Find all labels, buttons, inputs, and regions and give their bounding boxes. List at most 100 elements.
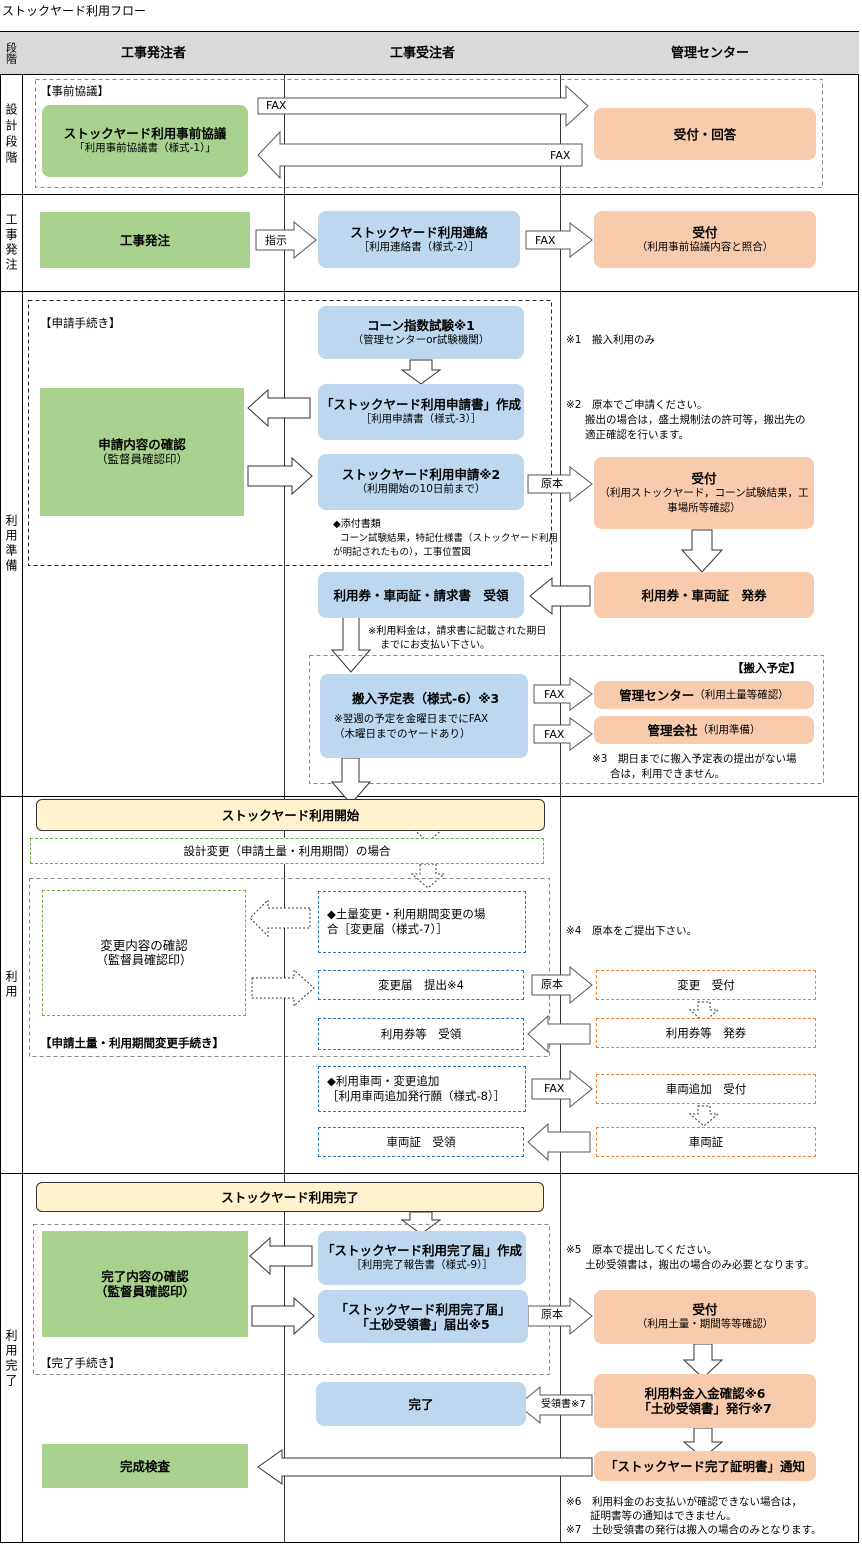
fee-confirm-box: 利用料金入金確認※6 「土砂受領書」発行※7	[594, 1374, 816, 1428]
stage-order: 工事発注	[4, 213, 18, 273]
vehicle-recv-box: 車両証 受領	[318, 1127, 524, 1157]
reply-box: 受付・回答	[594, 108, 816, 160]
vehicle-add-box: 車両追加 受付	[596, 1074, 816, 1104]
change-case-box: 設計変更（申請土量・利用期間）の場合	[30, 838, 544, 864]
contact-title: ストックヤード利用連絡	[350, 224, 488, 240]
change-case-label: 設計変更（申請土量・利用期間）の場合	[183, 843, 391, 858]
vehicle-add-label: 車両追加 受付	[665, 1081, 747, 1096]
form-title: 「ストックヤード利用申請書」作成	[320, 397, 521, 412]
done-check-sub: （監督員確認印）	[94, 1284, 195, 1299]
use-end-bar: ストックヤード利用完了	[36, 1182, 544, 1212]
use-ticket-issue-box: 利用券等 発券	[596, 1018, 816, 1048]
cone-title: コーン指数試験※1	[367, 317, 475, 333]
use-check-box: 変更内容の確認 （監督員確認印）	[42, 890, 246, 1016]
prep-receipt-sub1: （利用ストックヤード，コーン試験結果，工	[599, 486, 809, 499]
table-header	[0, 32, 859, 74]
center-title: 管理センター	[619, 687, 695, 703]
plan-title: 搬入予定表（様式-6）※3	[352, 690, 500, 706]
submit-label: 変更届 提出※4	[378, 977, 464, 992]
prep-check-box: 申請内容の確認 （監督員確認印）	[40, 388, 244, 516]
consult-sub: 「利用事前協議書（様式-1）」	[74, 142, 216, 154]
ticket-recv-box: 利用券・車両証・請求書 受領	[318, 572, 524, 618]
vehicle-req-box: ◆利用車両・変更追加 ［利用車両追加発行願（様式-8）］	[318, 1066, 526, 1112]
header-col-orderer: 工事発注者	[120, 45, 186, 61]
done-submit-line1: 「ストックヤード利用完了届」	[335, 1301, 511, 1317]
report-title: 「ストックヤード利用完了届」作成	[321, 1243, 522, 1258]
contact-sub: ［利用連絡書（様式-2）］	[358, 240, 480, 253]
change-req-box: ◆土量変更・利用期間変更の場 合［変更届（様式-7）］	[318, 891, 526, 953]
done-original-label: 原本	[541, 1308, 563, 1321]
ticket-issue-box: 利用券・車両証 発券	[594, 572, 814, 618]
note-1: ※1 搬入利用のみ	[566, 334, 655, 346]
plan-group-label: 【搬入予定】	[732, 661, 801, 675]
order-receipt-title: 受付	[692, 224, 718, 240]
stage-use: 利用	[4, 970, 18, 1000]
change-recv-box: 変更 受付	[596, 970, 816, 1000]
attach-line2: コーン試験結果，特記仕様書（ストックヤード利用	[340, 533, 559, 544]
instruct-label: 指示	[265, 234, 287, 247]
plan-box: 搬入予定表（様式-6）※3 ※翌週の予定を金曜日までにFAX （木曜日までのヤー…	[320, 674, 528, 758]
done-receipt-sub: （利用土量・期間等等確認）	[636, 1318, 774, 1330]
header-col-contractor: 工事受注者	[389, 45, 455, 61]
use-check-title: 変更内容の確認	[100, 938, 188, 953]
change-req-line2: 合［変更届（様式-7）］	[327, 922, 448, 936]
note-6-line1: ※6 利用料金のお支払いが確認できない場合は，	[566, 1496, 802, 1508]
prep-receipt-box: 受付 （利用ストックヤード，コーン試験結果，工 事場所等確認）	[594, 457, 814, 529]
inspection-box: 完成検査	[42, 1444, 248, 1488]
prep-receipt-sub2: 事場所等確認）	[667, 501, 741, 514]
header-stage: 段階	[4, 42, 18, 64]
consult-title: ストックヤード利用事前協議	[63, 126, 227, 141]
use-fax-label: FAX	[544, 1082, 565, 1095]
company-title: 管理会社	[647, 722, 698, 738]
vehicle-issue-label: 車両証	[688, 1134, 724, 1149]
cone-box: コーン指数試験※1 （管理センターor試験機関）	[318, 306, 524, 359]
order-box: 工事発注	[40, 212, 250, 268]
done-check-box: 完了内容の確認 （監督員確認印）	[42, 1231, 248, 1337]
prep-check-title: 申請内容の確認	[98, 437, 186, 452]
certificate-box: 「ストックヤード完了証明書」通知	[594, 1451, 816, 1481]
complete-label: 完了	[408, 1396, 434, 1412]
order-fax-label: FAX	[535, 234, 556, 247]
inspection-label: 完成検査	[119, 1458, 170, 1474]
page-title: ストックヤード利用フロー	[2, 4, 147, 18]
plan-note1: ※翌週の予定を金曜日までにFAX	[334, 712, 489, 725]
cone-sub: （管理センターor試験機関）	[352, 333, 490, 346]
fax-label-2: FAX	[550, 149, 571, 162]
form-sub: ［利用申請書（様式-3）］	[360, 413, 482, 425]
use-original-label: 原本	[541, 978, 563, 991]
done-group-label: 【完了手続き】	[40, 1356, 121, 1370]
vehicle-req-line1: ◆利用車両・変更追加	[327, 1074, 440, 1088]
note-5-line2: 土砂受領書は，搬出の場合のみ必要となります。	[585, 1259, 815, 1271]
prep-check-sub: （監督員確認印）	[96, 452, 188, 466]
design-group-label: 【事前協議】	[40, 84, 109, 98]
center-sub: （利用土量等確認）	[694, 688, 789, 701]
contact-box: ストックヤード利用連絡 ［利用連絡書（様式-2）］	[318, 211, 520, 268]
report-sub: ［利用完了報告書（様式-9）］	[351, 1259, 493, 1271]
prep-receipt-title: 受付	[691, 470, 717, 486]
note-3-line2: 合は，利用できません。	[610, 768, 726, 780]
use-ticket-issue-label: 利用券等 発券	[665, 1025, 747, 1040]
note-4: ※4 原本をご提出下さい。	[566, 925, 697, 937]
note-2-line1: ※2 原本でご申請ください。	[566, 399, 708, 411]
vehicle-issue-box: 車両証	[596, 1127, 816, 1157]
use-ticket-recv-label: 利用券等 受領	[380, 1026, 462, 1041]
change-req-line1: ◆土量変更・利用期間変更の場	[327, 907, 486, 921]
apply-title: ストックヤード利用申請※2	[341, 467, 501, 482]
note-6-line2: 証明書等の通知はできません。	[590, 1510, 737, 1522]
certificate-label: 「ストックヤード完了証明書」通知	[604, 1458, 805, 1474]
form-box: 「ストックヤード利用申請書」作成 ［利用申請書（様式-3）］	[318, 384, 524, 440]
done-receipt-title: 受付	[692, 1302, 718, 1317]
done-receipt-box: 受付 （利用土量・期間等等確認）	[594, 1290, 816, 1344]
attach-line1: ◆添付書類	[333, 519, 381, 530]
done-submit-line2: 「土砂受領書」届出※5	[356, 1316, 490, 1332]
fee-note-line1: ※利用料金は，請求書に記載された期日	[368, 626, 547, 637]
ticket-recv-label: 利用券・車両証・請求書 受領	[333, 587, 509, 603]
vehicle-req-line2: ［利用車両追加発行願（様式-8）］	[327, 1089, 506, 1103]
receipt-slip-label: 受領書※7	[541, 1399, 586, 1410]
submit-box: 変更届 提出※4	[318, 970, 524, 1000]
prep-group-label: 【申請手続き】	[40, 316, 121, 330]
done-submit-box: 「ストックヤード利用完了届」 「土砂受領書」届出※5	[318, 1290, 528, 1343]
report-box: 「ストックヤード利用完了届」作成 ［利用完了報告書（様式-9）］	[318, 1231, 526, 1285]
